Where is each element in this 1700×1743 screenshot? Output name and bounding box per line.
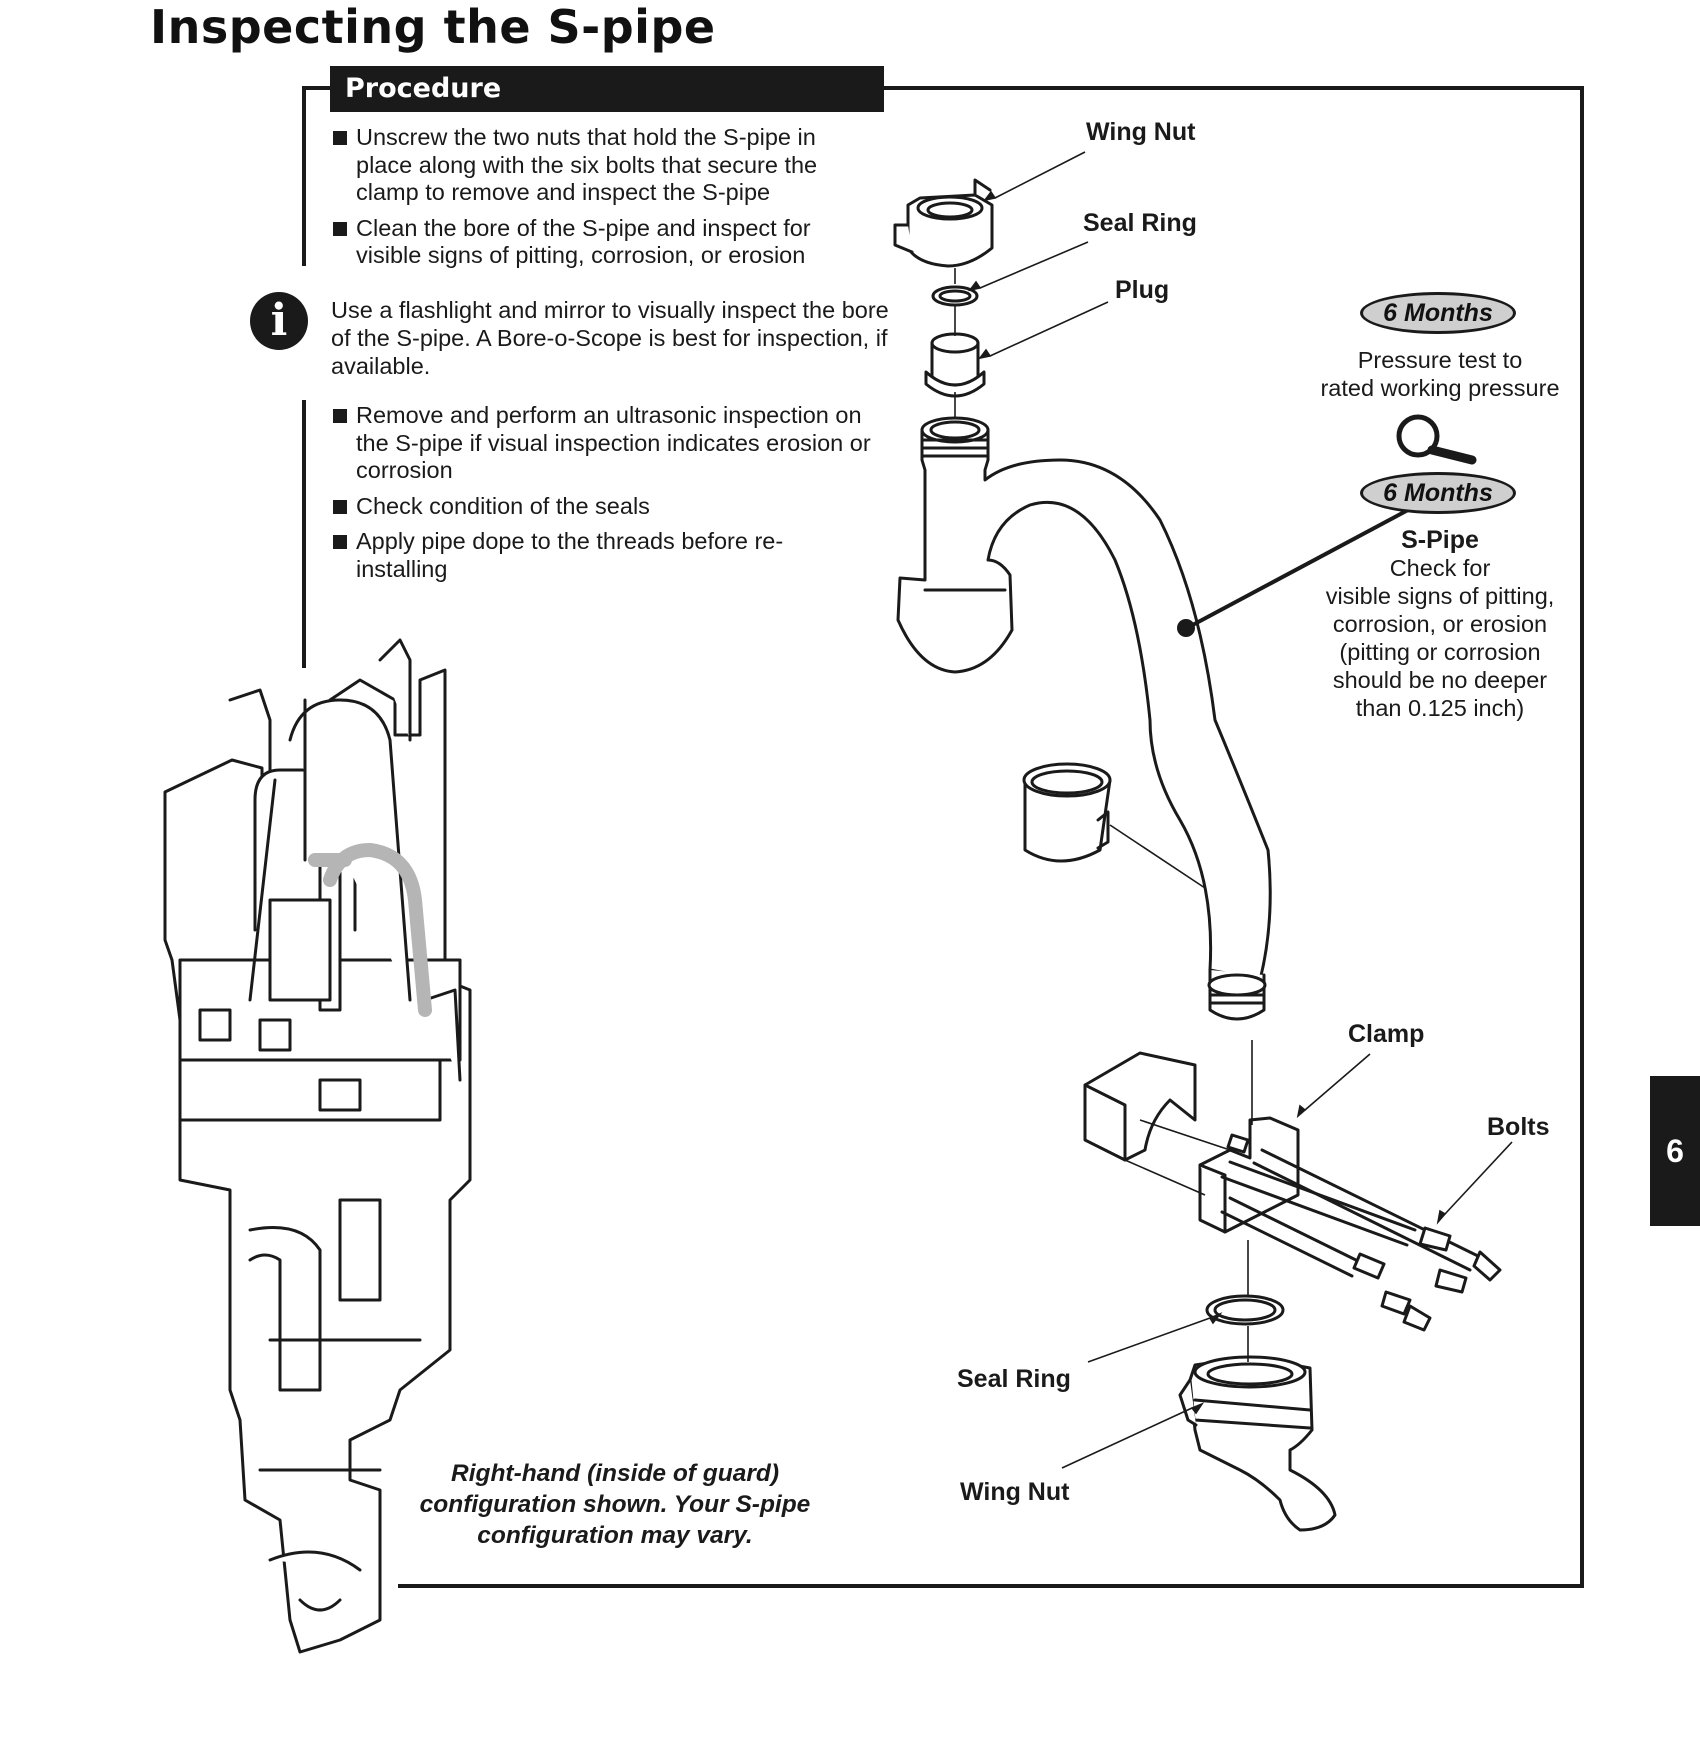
callout-plug: Plug bbox=[1115, 276, 1170, 304]
callout-wing-nut-bottom: Wing Nut bbox=[960, 1478, 1070, 1506]
section-rule-cap bbox=[302, 86, 332, 90]
square-bullet-icon bbox=[333, 535, 347, 549]
list-item: Remove and perform an ultrasonic inspect… bbox=[331, 402, 871, 485]
wing-nut-top-drawing bbox=[893, 178, 994, 268]
info-note: Use a flashlight and mirror to visually … bbox=[331, 297, 889, 379]
leader-lines bbox=[954, 151, 1513, 1469]
figure-caption: Right-hand (inside of guard) configurati… bbox=[419, 1460, 811, 1549]
callout-seal-ring-bottom: Seal Ring bbox=[957, 1365, 1071, 1393]
pressure-test-note: Pressure test to rated working pressure bbox=[1320, 347, 1560, 401]
info-icon: i bbox=[250, 292, 308, 350]
square-bullet-icon bbox=[333, 221, 347, 236]
procedure-heading: Procedure bbox=[330, 66, 884, 112]
square-bullet-icon bbox=[333, 499, 347, 514]
coupling-sleeve-drawing bbox=[1022, 762, 1112, 863]
page-title: Inspecting the S-pipe bbox=[150, 0, 716, 54]
list-item: Clean the bore of the S-pipe and inspect… bbox=[331, 215, 871, 270]
interval-badge-spipe: 6 Months bbox=[1360, 472, 1516, 514]
spipe-pointer-dot bbox=[1177, 619, 1195, 637]
callout-clamp: Clamp bbox=[1348, 1020, 1425, 1048]
square-bullet-icon bbox=[333, 409, 347, 423]
callout-wing-nut-top: Wing Nut bbox=[1086, 118, 1196, 146]
section-rule-top bbox=[302, 86, 306, 266]
interval-badge-pressure: 6 Months bbox=[1360, 292, 1516, 334]
diagram-frame bbox=[398, 86, 1584, 1588]
callout-seal-ring-top: Seal Ring bbox=[1083, 209, 1197, 237]
section-rule-bottom bbox=[302, 400, 306, 668]
plug-drawing bbox=[924, 332, 986, 398]
bolts-drawing bbox=[1220, 1133, 1502, 1332]
list-item: Apply pipe dope to the threads before re… bbox=[331, 528, 871, 583]
list-item: Check condition of the seals bbox=[331, 493, 871, 521]
chapter-tab: 6 bbox=[1650, 1076, 1700, 1226]
wing-nut-bottom-drawing bbox=[1178, 1355, 1337, 1532]
s-pipe-drawing bbox=[896, 416, 1272, 1021]
magnifier-icon bbox=[1396, 414, 1477, 465]
clamp-drawing bbox=[1083, 1051, 1300, 1234]
callout-bolts: Bolts bbox=[1487, 1113, 1550, 1141]
spipe-pointer-line bbox=[1186, 508, 1409, 630]
procedure-steps-b: Remove and perform an ultrasonic inspect… bbox=[331, 402, 871, 591]
list-item: Unscrew the two nuts that hold the S-pip… bbox=[331, 124, 871, 207]
square-bullet-icon bbox=[333, 131, 347, 145]
procedure-steps-a: Unscrew the two nuts that hold the S-pip… bbox=[331, 124, 871, 278]
spipe-inspection-note: S-Pipe Check for visible signs of pittin… bbox=[1325, 526, 1555, 721]
pump-assembly-drawing bbox=[163, 638, 472, 1654]
